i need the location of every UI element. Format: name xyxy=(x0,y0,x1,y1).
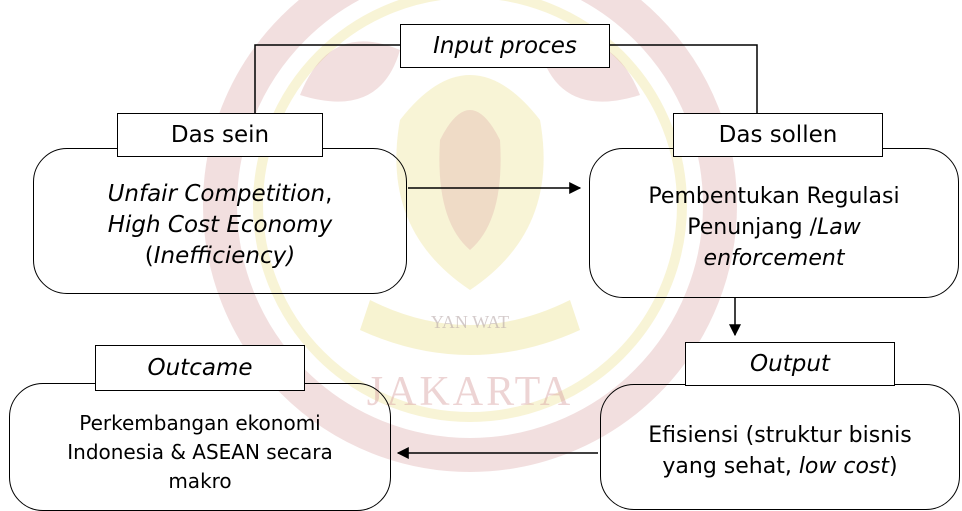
input-process-text: Input proces xyxy=(433,33,577,59)
das-sein-line-2: High Cost Economy xyxy=(107,211,333,238)
output-box: Efisiensi (struktur bisnis yang sehat, l… xyxy=(600,384,960,510)
das-sollen-label: Das sollen xyxy=(673,113,883,157)
outcome-label: Outcame xyxy=(95,345,305,391)
das-sollen-line-3: enforcement xyxy=(703,245,845,271)
output-low-cost: low cost xyxy=(798,454,890,479)
das-sollen-line-1: Pembentukan Regulasi xyxy=(648,183,900,209)
outcome-line-3: makro xyxy=(168,468,232,493)
outcome-label-text: Outcame xyxy=(147,355,253,381)
output-line-2: yang sehat, low cost) xyxy=(662,451,897,482)
output-paren: ) xyxy=(889,454,898,479)
input-right-connector xyxy=(610,44,758,113)
das-sein-inefficiency: Inefficiency) xyxy=(153,242,296,269)
output-label-text: Output xyxy=(750,351,830,377)
watermark-banner-text: YAN WAT xyxy=(431,312,509,332)
das-sein-label-text: Das sein xyxy=(170,122,270,148)
output-label: Output xyxy=(685,342,895,386)
das-sein-label: Das sein xyxy=(117,113,323,157)
watermark-jakarta-text: JAKARTA xyxy=(367,369,573,415)
das-sein-unfair-competition: Unfair Competition xyxy=(107,180,326,207)
das-sollen-law: Law xyxy=(817,214,861,240)
input-process-label: Input proces xyxy=(400,24,610,68)
das-sollen-box: Pembentukan Regulasi Penunjang /Law enfo… xyxy=(589,148,959,298)
das-sein-line-1: Unfair Competition, xyxy=(108,179,333,210)
outcome-box: Perkembangan ekonomi Indonesia & ASEAN s… xyxy=(9,383,391,511)
das-sein-box: Unfair Competition, High Cost Economy (I… xyxy=(33,148,407,294)
outcome-line-1: Perkembangan ekonomi xyxy=(79,410,321,435)
input-left-connector xyxy=(254,44,400,113)
outcome-line-2: Indonesia & ASEAN secara xyxy=(67,439,333,464)
das-sollen-penunjang: Penunjang / xyxy=(687,214,818,240)
das-sollen-line-2: Penunjang /Law xyxy=(687,212,861,243)
das-sein-paren: ( xyxy=(144,242,154,269)
output-line-1: Efisiensi (struktur bisnis xyxy=(648,423,912,448)
das-sollen-label-text: Das sollen xyxy=(718,122,838,148)
output-yang-sehat: yang sehat, xyxy=(662,454,799,479)
das-sein-comma: , xyxy=(325,180,333,207)
das-sein-line-3: (Inefficiency) xyxy=(145,241,295,272)
